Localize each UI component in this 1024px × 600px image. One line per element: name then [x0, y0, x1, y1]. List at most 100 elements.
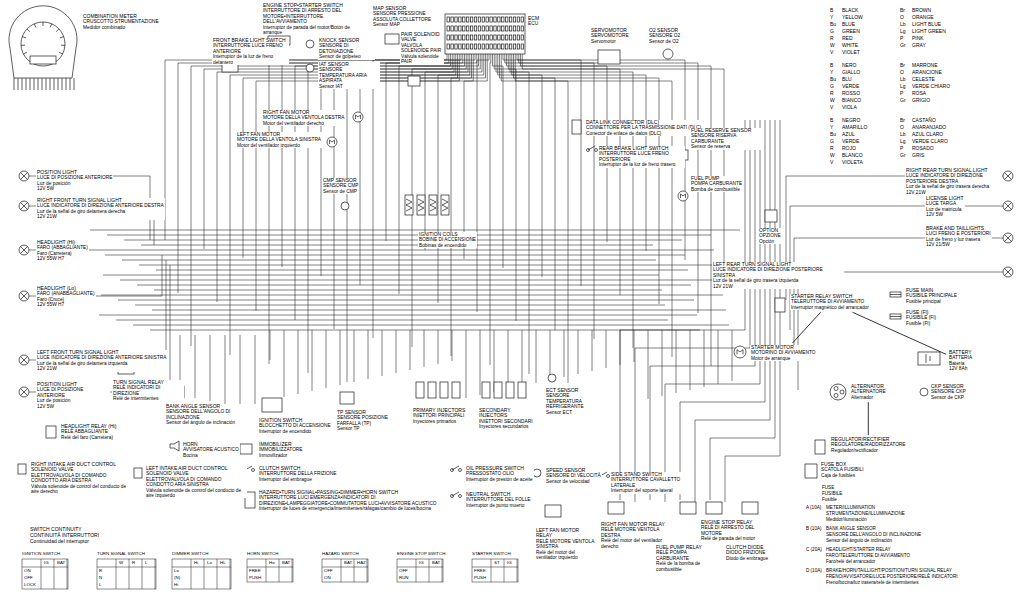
component-text: FUSE (FI): [906, 310, 936, 315]
meter-tick: [59, 52, 63, 54]
component-text: INTERRUTTORE DELLA FRIZIONE: [259, 471, 336, 476]
bulb-symbol: [19, 387, 29, 397]
component-text: DIODO FRIZIONE: [726, 550, 768, 555]
component-text: BOBINE DI ACCENSIONE: [419, 237, 476, 242]
wire: [536, 330, 537, 383]
wire-color-code: BROWN: [912, 8, 931, 13]
ecm-pin: [494, 26, 496, 31]
component-text: BATTERY: [949, 350, 972, 355]
component-label: DATA LINK CONNECTOR (DLC)CONNETTORE PER …: [585, 120, 702, 136]
wire: [648, 330, 649, 399]
wire: [225, 335, 226, 404]
component-text: Sensor ECT: [546, 410, 606, 415]
component-text: Batería: [949, 361, 972, 366]
wire: [240, 335, 241, 407]
table-frame: [247, 559, 293, 582]
bulb-symbol: [19, 245, 29, 255]
fuse-table-text: A (10A): [806, 506, 821, 511]
meter-pin: [74, 78, 75, 90]
ecm-pin: [506, 17, 508, 22]
component-text: Sensor de O2: [649, 39, 680, 44]
wire-color-code: Y: [830, 15, 833, 20]
wire: [156, 270, 688, 271]
component-text: ELETTROVALVOLA DI COMANDO CONDOTTO ARIA …: [146, 477, 246, 488]
component-label: SPEED SENSORSENSORE DI VELOCITÀSensor de…: [545, 468, 602, 484]
meter-tick: [22, 37, 26, 38]
table-cell: STARTER SWITCH: [472, 552, 511, 556]
component-text: ELETTROVALVOLA DI COMANDO CONDOTTO ARIA …: [31, 473, 131, 484]
component-text: HEADLIGHT (Lo): [37, 286, 95, 291]
ecm-pin: [521, 26, 523, 31]
wire-color-code: P: [900, 36, 903, 41]
table-rule: [429, 559, 430, 582]
wire-color-code: Lg: [900, 139, 906, 144]
table-cell: BAT: [282, 561, 290, 565]
component-text: Relé de intermitentes: [113, 396, 183, 401]
component-text: 12V 5W: [37, 186, 112, 191]
meter-tick: [27, 29, 30, 32]
wire-color-code: GRIS: [912, 153, 924, 158]
component-text: Bocina: [183, 453, 239, 458]
table-frame: [172, 559, 231, 589]
wire-color-code: Bu: [830, 77, 836, 82]
table-cell: BAT: [432, 561, 440, 565]
wire-color-code: NERO: [842, 63, 856, 68]
fuse-table-text: METER/ILLUMINATION: [826, 506, 875, 511]
component-text: INTERRUTTORE DEL FOLLE: [466, 497, 531, 502]
ecm-pin: [459, 17, 461, 22]
fuse-table-text: FUSE: [822, 486, 834, 491]
component-text: RIGHT FAN MOTOR RELAY: [601, 522, 666, 527]
ecm-pin: [494, 35, 496, 40]
component-text: MOTORINO DI AVVIAMENTO: [751, 350, 816, 355]
wire: [312, 330, 313, 391]
component-label: IGNITION COILSBOBINE DI ACCENSIONEBobina…: [418, 232, 477, 248]
component-label: TURN SIGNAL RELAYRELÈ INDICATORI DI DIRE…: [112, 380, 184, 402]
wire-connector: [852, 312, 946, 354]
sensor-symbol: [306, 64, 314, 72]
ecm-pin: [478, 17, 480, 22]
component-text: REGULATOR/RECTIFIER: [831, 437, 906, 442]
injector-symbol: [440, 382, 448, 398]
component-label: HAZARD•TURN SIGNAL•PASSING•DIMMER•HORN S…: [258, 490, 450, 512]
table-cell: W: [119, 561, 123, 565]
wire: [373, 54, 475, 338]
component-text: SENSORE RISERVA CARBURANTE: [691, 133, 761, 144]
component-text: 12V 5W: [37, 404, 109, 409]
component-text: HORN: [183, 442, 239, 447]
component-text: BATTERIA: [949, 355, 972, 360]
bulb-symbol: [1005, 269, 1012, 276]
wire: [662, 330, 663, 396]
wire-color-code: WHITE: [842, 43, 858, 48]
connector-symbol: [706, 502, 722, 514]
table-rule: [397, 567, 443, 568]
component-text: Sensor de golpeteo: [319, 54, 374, 59]
wire: [120, 280, 720, 281]
bulb-symbol: [21, 357, 28, 364]
component-text: Faro (Cruce): [37, 297, 95, 302]
ecm-pin: [494, 44, 496, 49]
component-text: BLOCCHETTO DI ACCENSIONE: [259, 423, 331, 428]
wire-color-code: W: [830, 153, 835, 158]
ecm-pin: [486, 44, 488, 49]
ecm-pin: [490, 17, 492, 22]
component-text: Sensor de velocidad: [546, 479, 601, 484]
component-text: Inmovilizador: [259, 453, 303, 458]
table-rule: [54, 559, 55, 589]
connector-symbol: [742, 502, 758, 514]
component-text: Bomba de combustible: [691, 187, 742, 192]
ecm-pin: [451, 44, 453, 49]
component-text: Luz de posición: [37, 181, 112, 186]
wire: [592, 330, 593, 371]
wire: [122, 260, 656, 261]
table-cell: ON: [324, 576, 331, 580]
switch-lever: [588, 146, 595, 150]
wire-color-code: AMARILLO: [842, 125, 867, 130]
component-label: CKP SENSORSENSORE CKPSensor de CKP: [930, 384, 967, 400]
component-text: PRIMARY INJECTORS: [413, 408, 465, 413]
wire-color-code: YELLOW: [842, 15, 863, 20]
meter-tick: [60, 37, 64, 38]
component-text: Interruptor de presión de aceite: [466, 477, 533, 482]
table-cell: Hi: [194, 561, 198, 565]
table-cell: ST: [494, 561, 500, 565]
table-rule: [230, 559, 231, 589]
